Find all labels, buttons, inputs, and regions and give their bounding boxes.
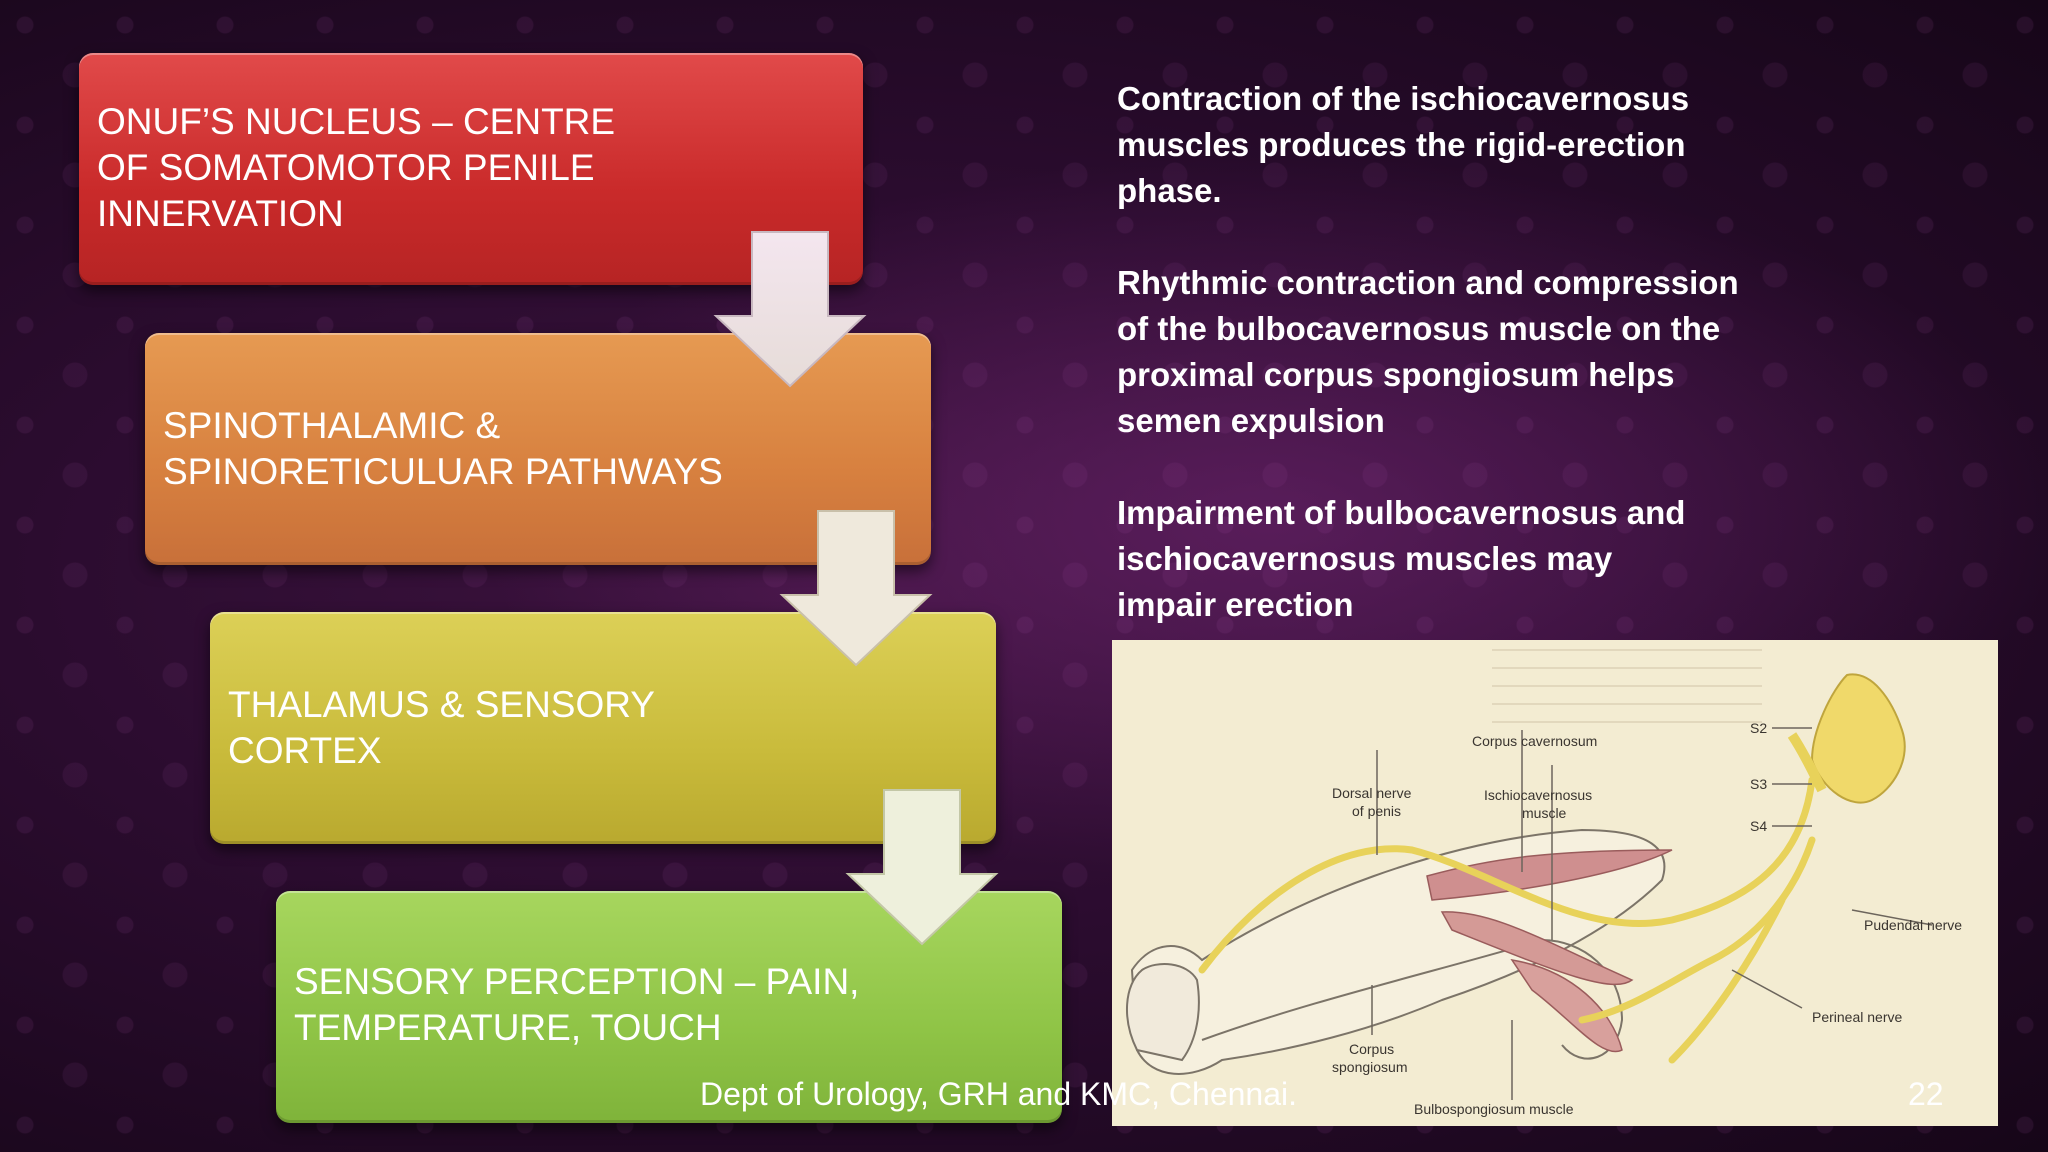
anatomy-figure: Corpus cavernosum Dorsal nerve of penis … [1112, 640, 1998, 1126]
flow-step-4-text: SENSORY PERCEPTION – PAIN, TEMPERATURE, … [294, 961, 860, 1048]
down-arrow-icon [779, 510, 933, 667]
flow-step-3-text: THALAMUS & SENSORY CORTEX [228, 684, 655, 771]
flow-step-2-text: SPINOTHALAMIC & SPINORETICULUAR PATHWAYS [163, 405, 723, 492]
flow-step-onufs-nucleus: ONUF’S NUCLEUS – CENTRE OF SOMATOMOTOR P… [79, 53, 863, 285]
flow-step-sensory-perception: SENSORY PERCEPTION – PAIN, TEMPERATURE, … [276, 891, 1062, 1123]
penile-innervation-diagram: Corpus cavernosum Dorsal nerve of penis … [1126, 649, 1962, 1117]
label-ischiocavernosus: Ischiocavernosus [1484, 787, 1592, 803]
flow-step-pathways: SPINOTHALAMIC & SPINORETICULUAR PATHWAYS [145, 333, 931, 565]
label-s4: S4 [1750, 818, 1767, 834]
flow-step-1-text: ONUF’S NUCLEUS – CENTRE OF SOMATOMOTOR P… [97, 101, 616, 234]
label-pudendal-nerve: Pudendal nerve [1864, 917, 1962, 933]
label-corpus-spongiosum: Corpus [1349, 1041, 1394, 1057]
footer-text: Dept of Urology, GRH and KMC, Chennai. [700, 1076, 1297, 1112]
label-perineal-nerve: Perineal nerve [1812, 1009, 1902, 1025]
down-arrow-icon [713, 231, 867, 388]
label-dorsal-nerve: Dorsal nerve [1332, 785, 1412, 801]
label-bulbospongiosum: Bulbospongiosum muscle [1414, 1101, 1574, 1117]
label-s2: S2 [1750, 720, 1767, 736]
label-corpus-cavernosum: Corpus cavernosum [1472, 733, 1597, 749]
label-s3: S3 [1750, 776, 1767, 792]
label-ischiocavernosus-2: muscle [1522, 805, 1567, 821]
page-number: 22 [1908, 1076, 1944, 1112]
down-arrow-icon [845, 789, 999, 946]
label-dorsal-nerve-2: of penis [1352, 803, 1401, 819]
label-corpus-spongiosum-2: spongiosum [1332, 1059, 1408, 1075]
